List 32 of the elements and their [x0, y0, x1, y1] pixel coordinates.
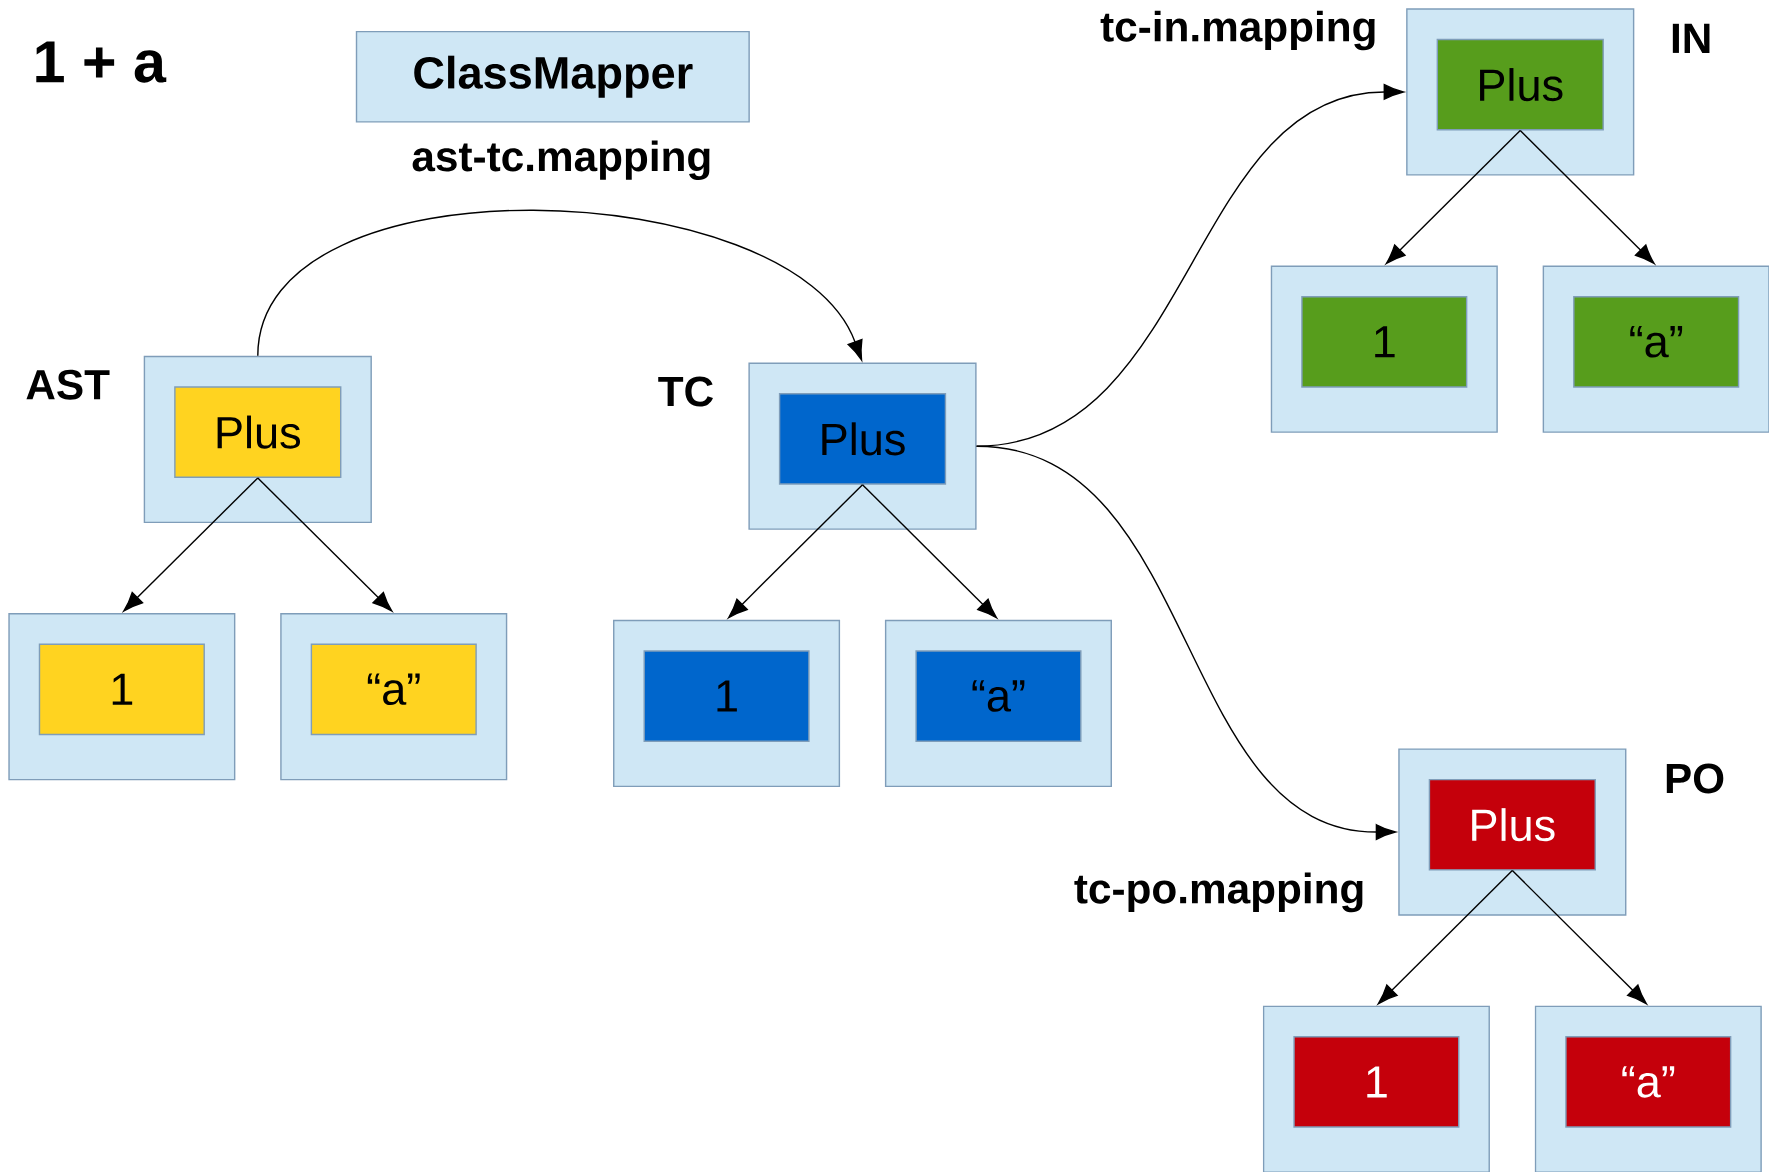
arrow	[257, 209, 863, 361]
arrow	[975, 83, 1404, 447]
arrow	[861, 483, 998, 619]
tree-label: TC	[658, 376, 713, 407]
arrow	[975, 445, 1397, 840]
arrow	[1519, 129, 1655, 265]
value-box: 1	[1301, 295, 1468, 388]
arrow	[1385, 129, 1521, 265]
edge-label: ast-tc.mapping	[408, 137, 716, 183]
arrow	[1377, 869, 1514, 1005]
arrow	[123, 477, 259, 612]
edge-label: tc-in.mapping	[1097, 7, 1381, 53]
value-box: “a”	[1573, 295, 1740, 388]
value-box: Plus	[174, 386, 342, 478]
arrow	[1511, 869, 1647, 1005]
value-box: 1	[1293, 1036, 1460, 1128]
class-box: ClassMapper	[355, 30, 750, 123]
edge-label: tc-po.mapping	[1071, 869, 1369, 915]
tree-label: PO	[1666, 763, 1724, 794]
expression-label: 1 + a	[36, 41, 167, 83]
arrow	[727, 483, 864, 619]
value-box: 1	[38, 643, 205, 736]
arrow	[257, 477, 393, 612]
tree-label: AST	[26, 369, 110, 400]
value-box: “a”	[915, 650, 1082, 742]
value-box: 1	[643, 650, 810, 742]
value-box: Plus	[1436, 38, 1604, 131]
value-box: Plus	[778, 392, 947, 485]
tree-label: IN	[1672, 23, 1710, 53]
value-box: “a”	[1565, 1036, 1732, 1128]
value-box: “a”	[310, 643, 477, 736]
value-box: Plus	[1428, 778, 1596, 871]
